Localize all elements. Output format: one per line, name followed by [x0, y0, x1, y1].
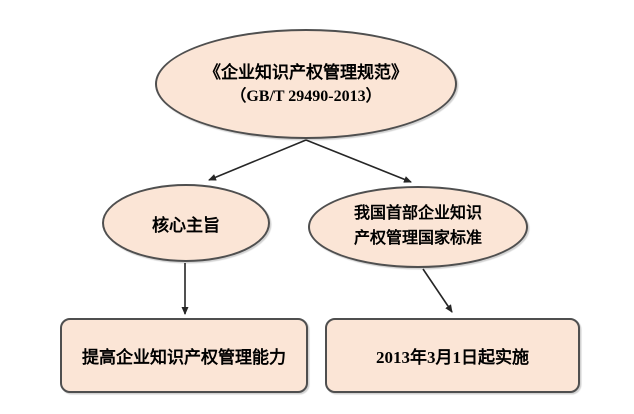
- node-first-standard-ellipse: 我国首部企业知识 产权管理国家标准: [308, 186, 528, 268]
- arrow-root-to-first-standard: [305, 139, 412, 183]
- improve-ability-text: 提高企业知识产权管理能力: [82, 348, 286, 367]
- standard-title-text: 《企业知识产权管理规范》: [204, 62, 408, 82]
- arrow-first-standard-to-effective-date: [422, 268, 453, 313]
- first-standard-text-line1: 我国首部企业知识: [353, 205, 482, 223]
- effective-date-text: 2013年3月1日起实施: [376, 348, 529, 367]
- arrow-root-to-core-purpose: [208, 139, 307, 181]
- node-standard-title-ellipse: 《企业知识产权管理规范》 （GB/T 29490-2013）: [155, 29, 457, 139]
- node-improve-ability-box: 提高企业知识产权管理能力: [60, 318, 308, 393]
- core-purpose-text: 核心主旨: [152, 215, 220, 235]
- node-core-purpose-ellipse: 核心主旨: [102, 184, 270, 262]
- first-standard-text-line2: 产权管理国家标准: [353, 230, 482, 247]
- standard-code-text: （GB/T 29490-2013）: [230, 87, 382, 105]
- node-effective-date-box: 2013年3月1日起实施: [325, 318, 580, 393]
